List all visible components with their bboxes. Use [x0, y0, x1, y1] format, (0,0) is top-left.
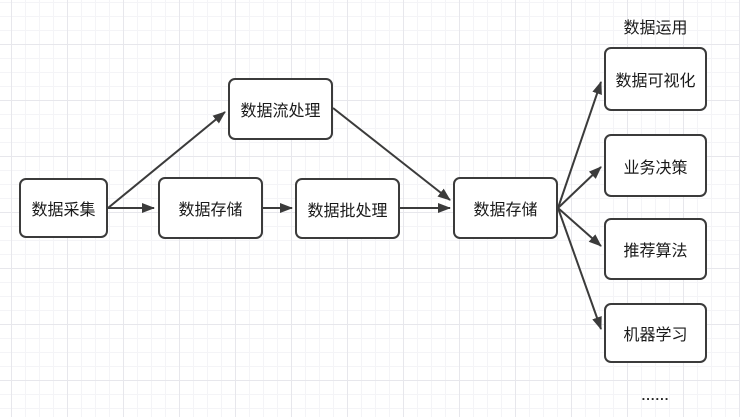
node-recommendation-algorithm[interactable]: 推荐算法 [604, 218, 707, 280]
node-data-collection[interactable]: 数据采集 [19, 178, 108, 238]
node-label: 推荐算法 [623, 243, 688, 260]
ellipsis-label: ...... [641, 388, 670, 403]
connector-storage2-to-ml [557, 207, 602, 330]
node-label: 业务决策 [623, 159, 688, 177]
node-data-visualization[interactable]: 数据可视化 [604, 47, 707, 111]
node-label: 数据批处理 [307, 202, 388, 220]
node-label: 数据可视化 [615, 73, 696, 90]
node-label: 数据流处理 [240, 103, 321, 120]
node-stream-processing[interactable]: 数据流处理 [228, 78, 333, 140]
node-data-storage-1[interactable]: 数据存储 [158, 177, 263, 239]
node-business-decision[interactable]: 业务决策 [604, 134, 707, 197]
node-machine-learning[interactable]: 机器学习 [604, 303, 707, 363]
connector-storage2-to-recommendation [557, 207, 602, 247]
node-label: 数据存储 [178, 202, 243, 219]
node-label: 数据采集 [31, 202, 96, 219]
connector-storage2-to-decision [557, 166, 602, 209]
group-label-data-application: 数据运用 [623, 20, 688, 37]
node-batch-processing[interactable]: 数据批处理 [295, 178, 400, 239]
node-data-storage-2[interactable]: 数据存储 [453, 177, 558, 239]
connector-storage2-to-visualization [557, 81, 602, 209]
node-label: 机器学习 [623, 327, 688, 344]
node-label: 数据存储 [473, 202, 538, 219]
